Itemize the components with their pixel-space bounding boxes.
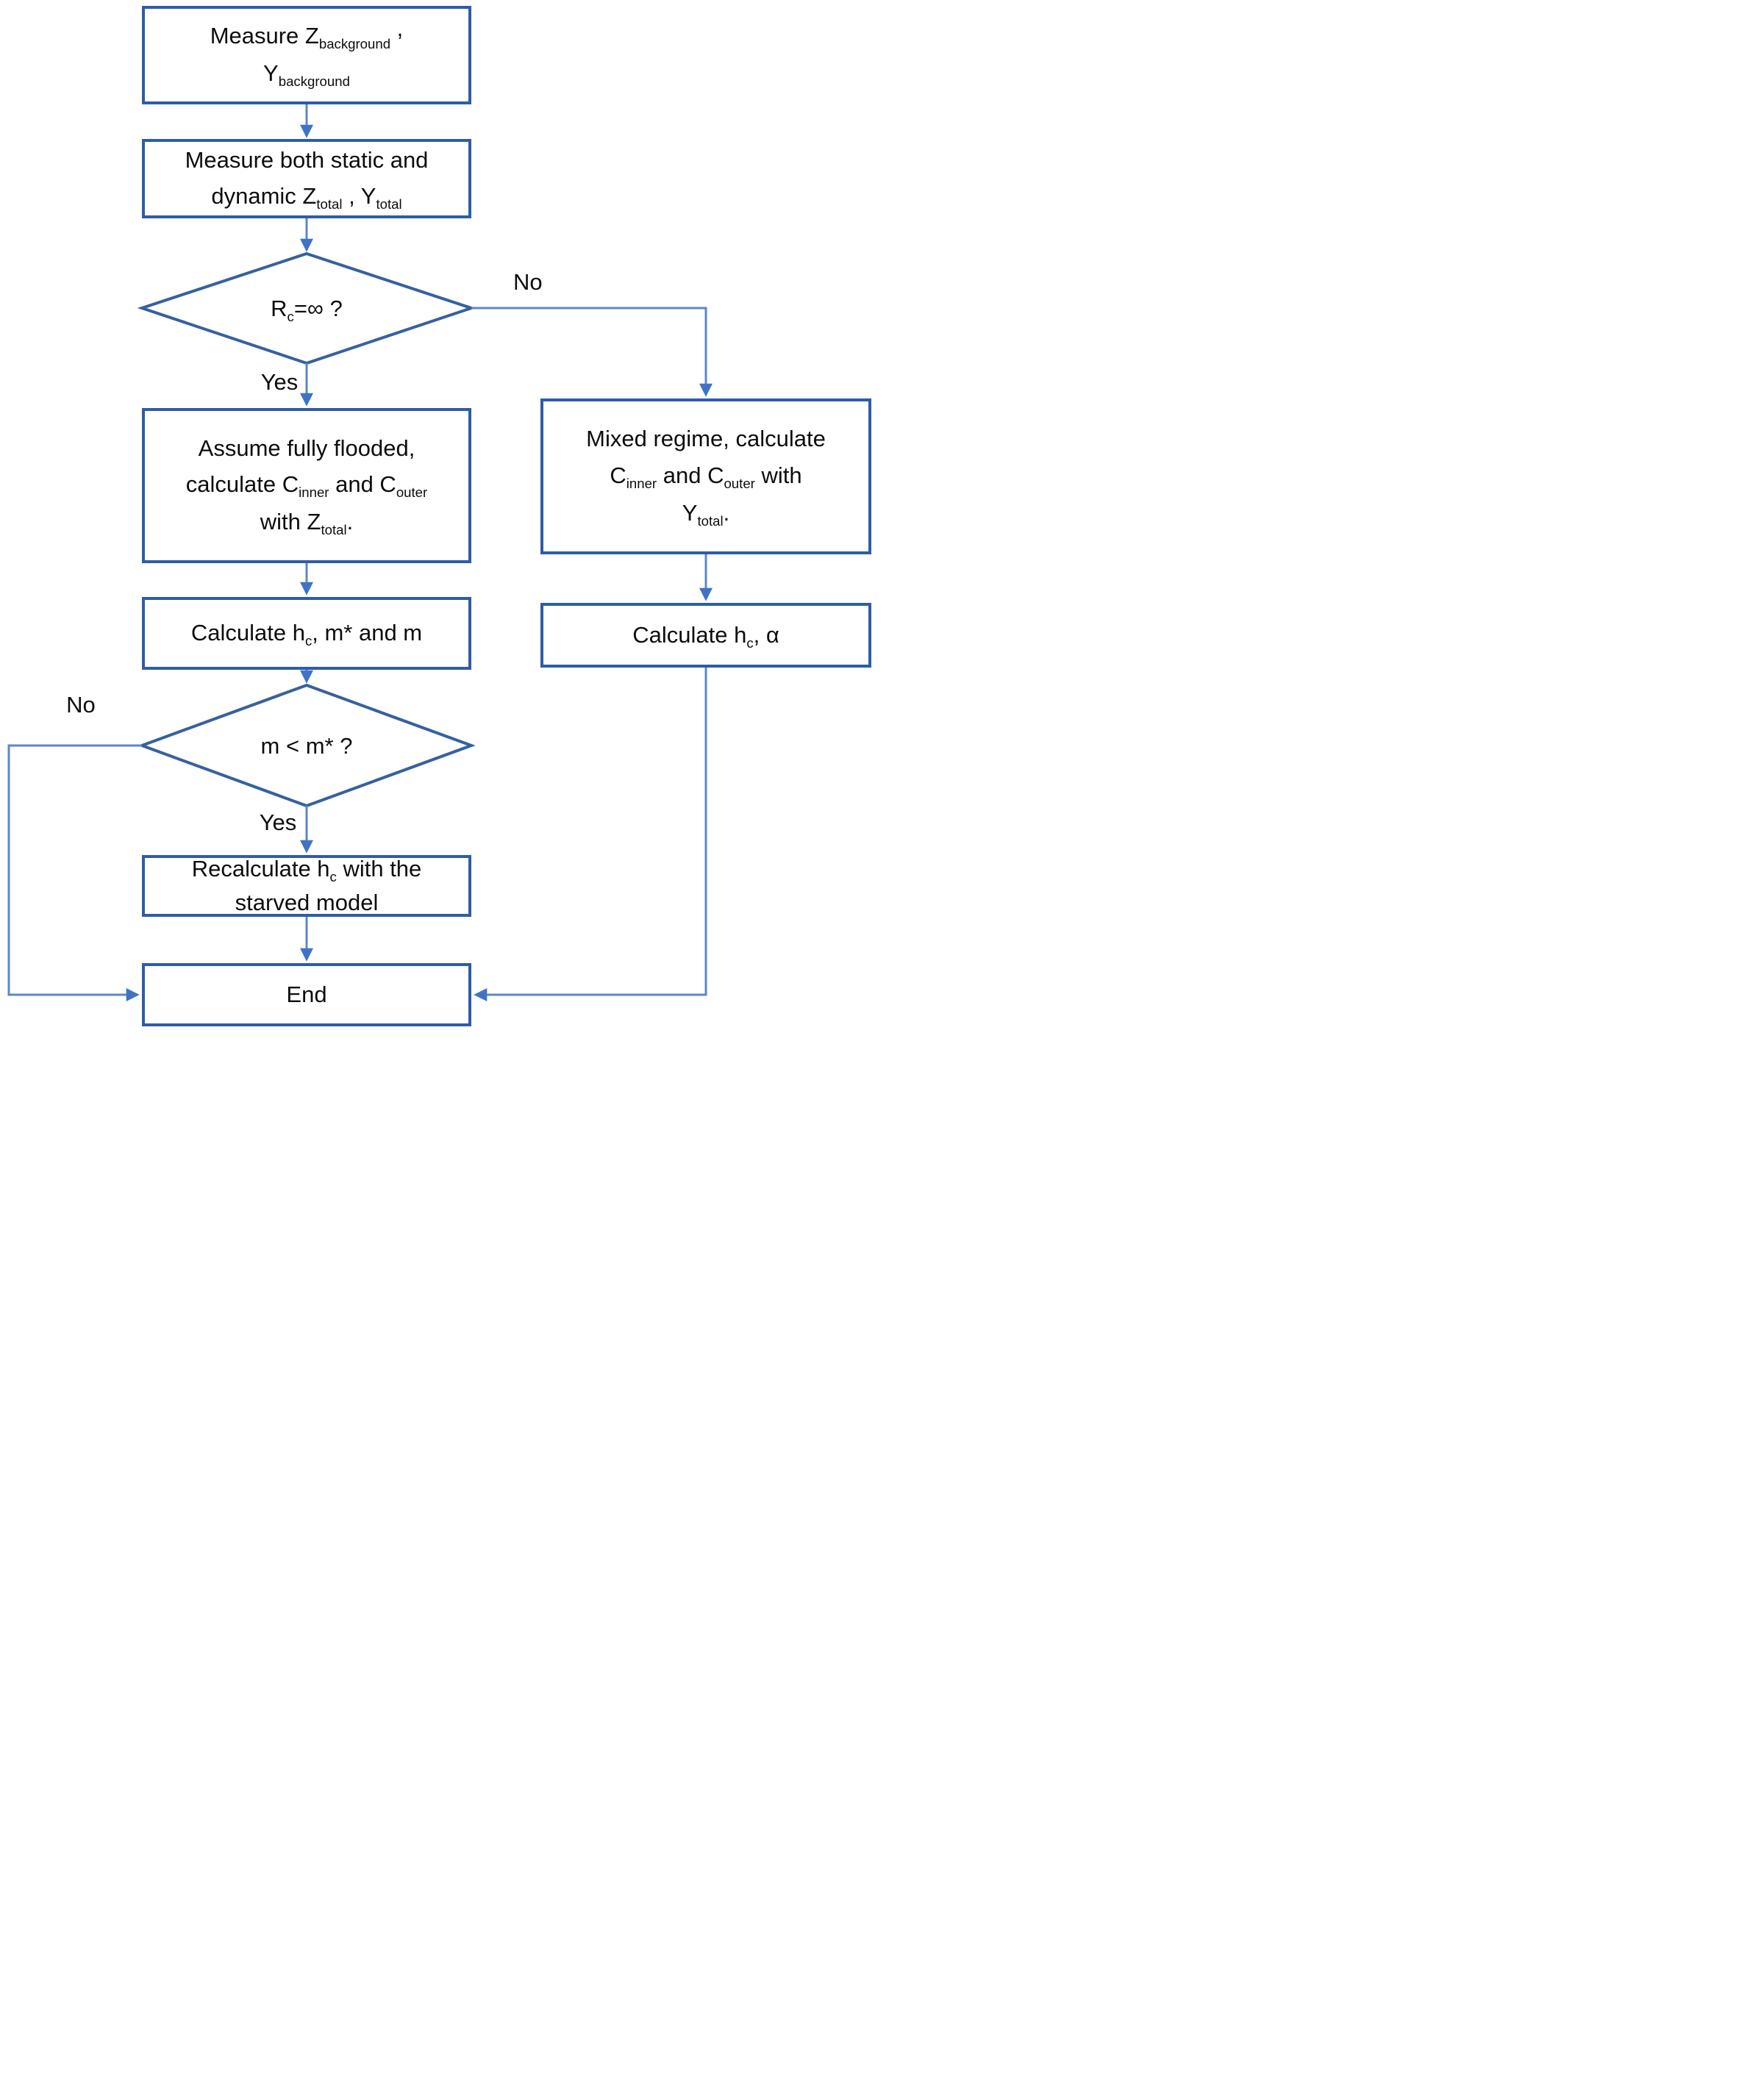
node-calculate-hc-alpha: Calculate hc, α <box>540 603 871 668</box>
node-label: Calculate hc, m* and m <box>191 615 422 652</box>
text-segment: Calculate h <box>632 621 747 648</box>
text-segment: and C <box>657 462 724 488</box>
node-label: m < m* ? <box>261 728 353 765</box>
node-label: Recalculate hc with the starved model <box>192 853 422 919</box>
subscript-segment: background <box>318 36 391 52</box>
text-segment: Y <box>682 499 698 526</box>
text-segment: , m* and m <box>312 620 423 646</box>
subscript-segment: background <box>278 74 350 90</box>
node-label: End <box>286 982 327 1008</box>
text-segment: starved model <box>235 890 379 916</box>
edge-calc-hc-alpha-to-end <box>474 668 707 1001</box>
subscript-segment: c <box>329 868 337 884</box>
node-label: Measure Zbackground ,Ybackground <box>210 15 404 93</box>
subscript-segment: total <box>697 512 724 529</box>
text-segment: Recalculate h <box>191 855 330 882</box>
text-segment: and C <box>329 471 396 498</box>
subscript-segment: outer <box>396 485 428 501</box>
node-end: End <box>142 963 471 1026</box>
text-segment: . <box>346 509 354 535</box>
edge-label-rc-no: No <box>513 269 543 295</box>
text-segment: calculate C <box>185 471 299 498</box>
text-segment: Mixed regime, calculate <box>586 426 826 452</box>
decision-rc-infinity: Rc=∞ ? <box>186 276 427 342</box>
text-segment: with Z <box>260 509 321 535</box>
subscript-segment: c <box>746 634 754 651</box>
text-segment <box>390 23 397 49</box>
edge-label-rc-yes: Yes <box>260 369 299 395</box>
subscript-segment: total <box>316 196 343 212</box>
text-segment: dynamic Z <box>211 183 317 210</box>
text-segment: =∞ ? <box>293 295 343 321</box>
subscript-segment: inner <box>626 476 657 492</box>
edge-m-no-to-end <box>7 744 142 1001</box>
text-segment: Calculate h <box>190 620 305 646</box>
node-assume-fully-flooded: Assume fully flooded, calculate Cinner an… <box>142 408 471 563</box>
subscript-segment: total <box>321 522 347 538</box>
text-segment: . <box>723 499 730 526</box>
edge-label-m-yes: Yes <box>259 809 297 835</box>
text-segment: Assume fully flooded, <box>198 435 415 461</box>
text-segment: , Y <box>342 183 376 210</box>
subscript-segment: inner <box>299 485 329 501</box>
text-segment: R <box>271 295 288 321</box>
text-segment: Measure Z <box>210 23 319 49</box>
node-measure-background: Measure Zbackground ,Ybackground <box>142 6 471 104</box>
connector-layer <box>7 104 713 1001</box>
text-segment: , <box>396 15 404 41</box>
subscript-segment: total <box>376 196 402 212</box>
node-label: Calculate hc, α <box>632 617 779 654</box>
text-segment: C <box>610 462 626 488</box>
edge-label-m-no: No <box>66 692 96 718</box>
text-segment: m < m* ? <box>260 733 353 759</box>
edge-rc-no-to-mixed <box>471 307 713 397</box>
text-segment: with <box>754 462 802 488</box>
text-segment: , α <box>753 621 779 648</box>
node-recalculate-starved: Recalculate hc with the starved model <box>142 855 471 917</box>
text-segment: Measure both static and <box>185 146 429 173</box>
subscript-segment: outer <box>724 476 755 492</box>
flowchart-canvas: Measure Zbackground ,Ybackground Measure… <box>0 0 882 1044</box>
text-segment: with the <box>336 855 422 882</box>
node-label: Assume fully flooded, calculate Cinner an… <box>186 430 427 541</box>
text-segment: Y <box>263 60 279 86</box>
decision-m-less-mstar: m < m* ? <box>186 713 427 779</box>
subscript-segment: c <box>304 633 313 649</box>
node-calculate-hc-mstar-m: Calculate hc, m* and m <box>142 597 471 670</box>
subscript-segment: c <box>287 308 294 324</box>
node-label: Rc=∞ ? <box>271 290 343 328</box>
